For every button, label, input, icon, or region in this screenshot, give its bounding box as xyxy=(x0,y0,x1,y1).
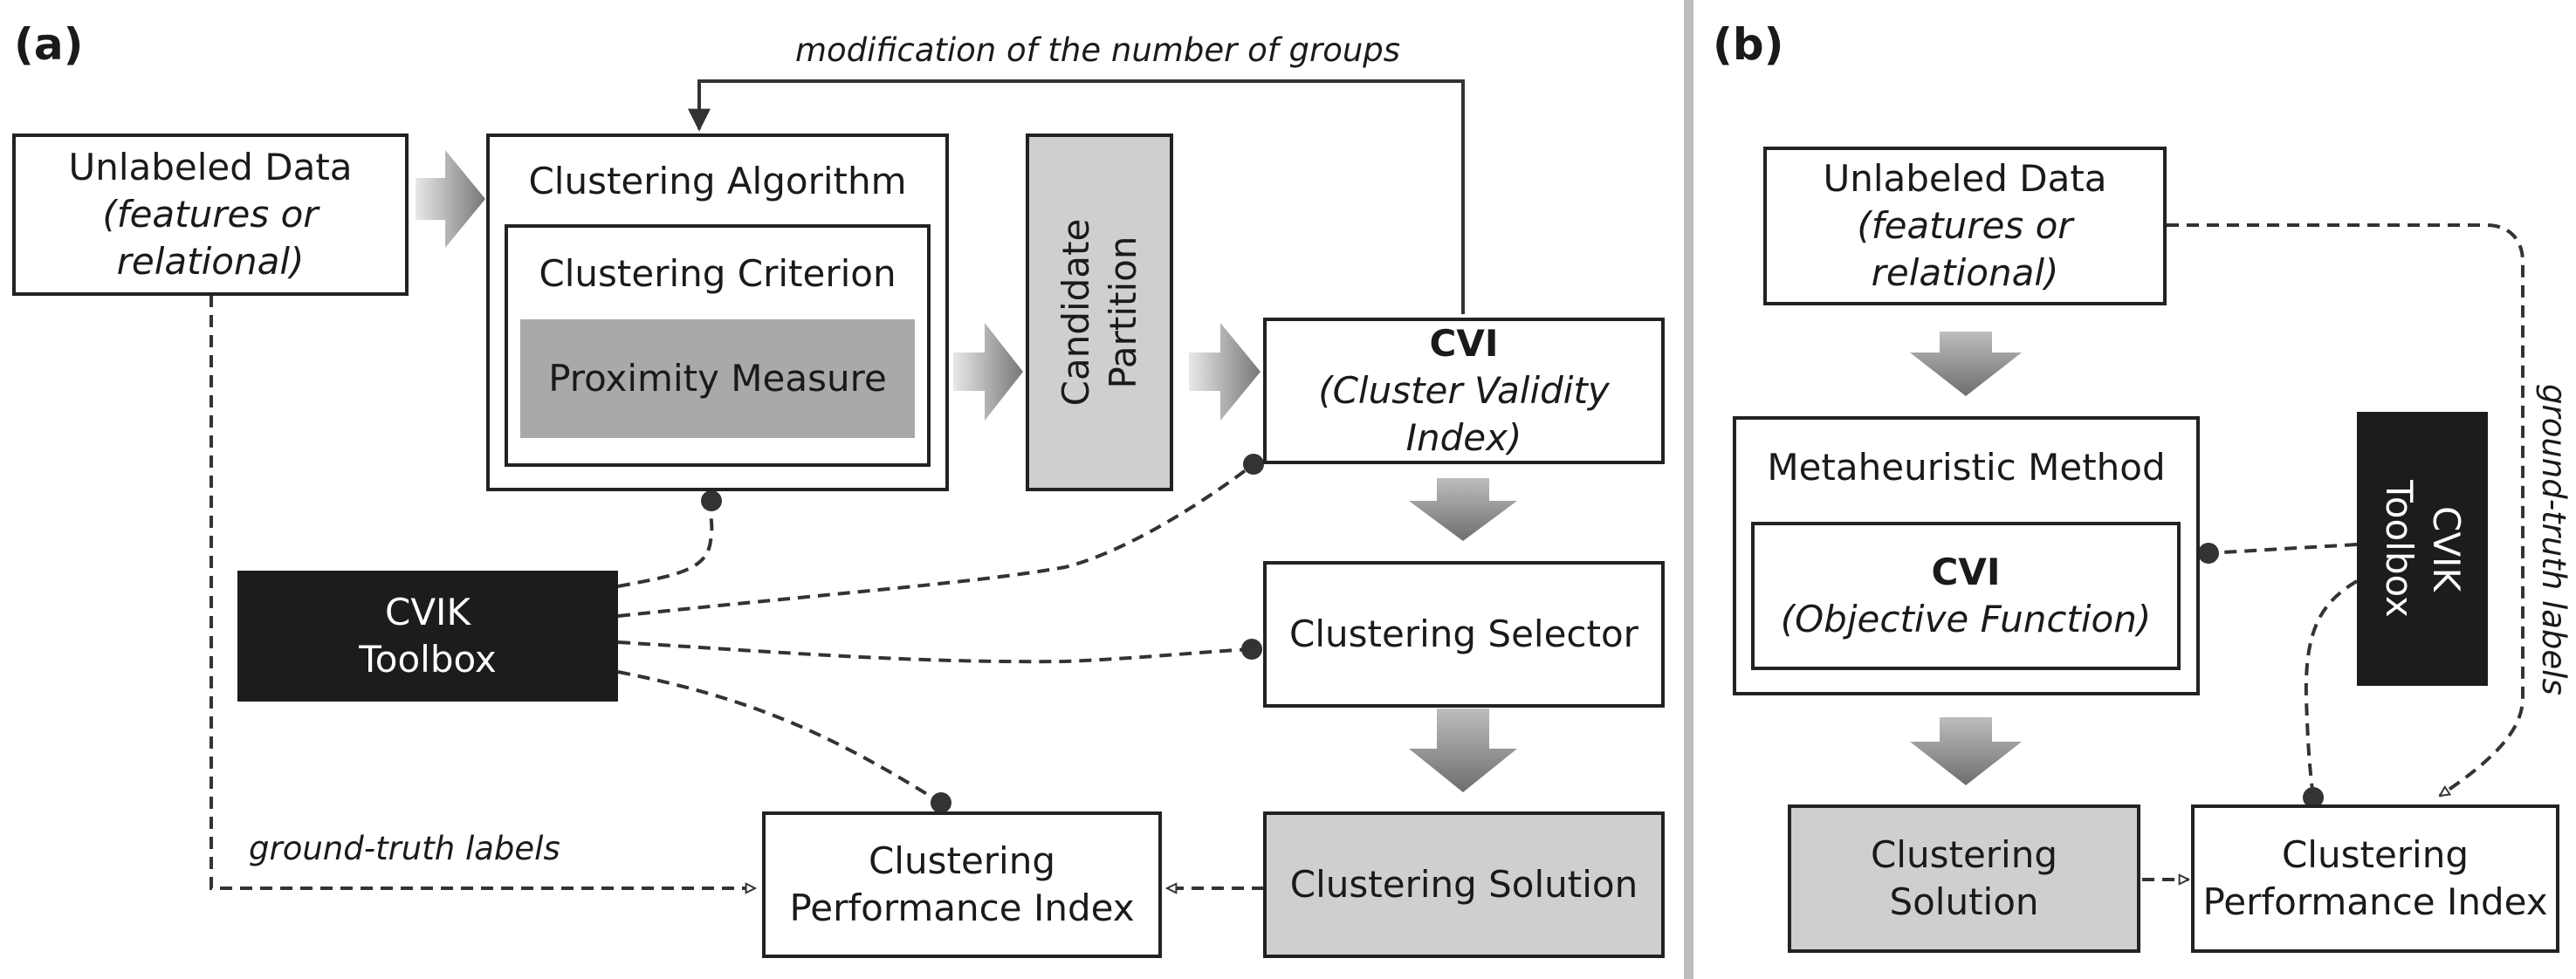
toolbox-to-performance-line xyxy=(617,670,943,804)
clustering-algorithm-title: Clustering Algorithm xyxy=(528,160,907,202)
b-cvik-toolbox-line1: CVIK xyxy=(2425,506,2468,592)
candidate-partition-text: Candidate Partition xyxy=(1053,219,1147,407)
unlabeled-data-box: Unlabeled Data (features or relational) xyxy=(12,134,409,296)
proximity-measure-box: Proximity Measure xyxy=(520,319,915,438)
clustering-selector-box: Clustering Selector xyxy=(1263,561,1665,708)
panel-a-label: (a) xyxy=(14,19,84,70)
performance-index-line1: Clustering xyxy=(868,839,1056,882)
candidate-partition-line1: Candidate xyxy=(1054,218,1097,407)
dot-performance xyxy=(931,792,951,813)
cvi-title: CVI xyxy=(1429,322,1499,365)
cvik-toolbox-line1: CVIK xyxy=(385,591,471,633)
dot-cvi xyxy=(1243,454,1264,475)
b-toolbox-to-performance-line xyxy=(2304,579,2359,798)
fat-arrow-b-meta-to-solution xyxy=(1910,717,2022,785)
cvik-toolbox-box: CVIK Toolbox xyxy=(237,571,618,702)
b-unlabeled-data-subtitle: (features or relational) xyxy=(1857,204,2073,294)
panel-divider xyxy=(1684,0,1693,979)
clustering-selector-label: Clustering Selector xyxy=(1289,613,1638,655)
b-ground-truth-line xyxy=(2167,223,2524,798)
b-cvi-subtitle: (Objective Function) xyxy=(1780,598,2152,640)
dot-b-cvi xyxy=(2198,543,2219,564)
b-unlabeled-data-title: Unlabeled Data xyxy=(1823,157,2107,200)
b-clustering-solution-line1: Clustering xyxy=(1870,833,2058,876)
b-performance-index-box: Clustering Performance Index xyxy=(2191,804,2559,953)
clustering-solution-box: Clustering Solution xyxy=(1263,811,1665,958)
fat-arrow-criterion-to-partition xyxy=(953,323,1023,421)
dot-b-performance xyxy=(2303,787,2324,808)
panel-b-label: (b) xyxy=(1713,19,1784,70)
b-cvik-toolbox-line2: Toolbox xyxy=(2378,480,2421,618)
fat-arrow-partition-to-cvi xyxy=(1189,323,1261,421)
unlabeled-data-subtitle: (features or relational) xyxy=(102,193,319,283)
fat-arrow-data-to-algorithm xyxy=(416,150,485,248)
b-unlabeled-data-box: Unlabeled Data (features or relational) xyxy=(1763,147,2167,305)
performance-index-box: Clustering Performance Index xyxy=(762,811,1162,958)
feedback-label: modification of the number of groups xyxy=(795,31,1401,69)
clustering-criterion-title: Clustering Criterion xyxy=(539,252,896,295)
cvi-subtitle: (Cluster Validity Index) xyxy=(1318,369,1610,459)
candidate-partition-box: Candidate Partition xyxy=(1026,134,1173,491)
metaheuristic-title: Metaheuristic Method xyxy=(1767,446,2166,489)
ground-truth-line xyxy=(210,295,755,888)
proximity-measure-label: Proximity Measure xyxy=(548,357,887,400)
dot-algorithm xyxy=(701,490,722,511)
b-cvik-toolbox-text: CVIK Toolbox xyxy=(2375,480,2470,618)
dot-selector xyxy=(1241,639,1262,660)
b-cvik-toolbox-box: CVIK Toolbox xyxy=(2357,412,2488,686)
b-cvi-box: CVI (Objective Function) xyxy=(1751,522,2181,670)
toolbox-to-algorithm-line xyxy=(617,500,714,588)
fat-arrow-b-data-to-meta xyxy=(1910,332,2022,396)
feedback-loop-arrow xyxy=(688,79,1465,314)
b-ground-truth-label: ground-truth labels xyxy=(2535,384,2573,695)
clustering-solution-label: Clustering Solution xyxy=(1289,863,1638,906)
fat-arrow-cvi-to-selector xyxy=(1409,478,1517,541)
b-performance-index-line1: Clustering xyxy=(2281,833,2470,876)
candidate-partition-line2: Partition xyxy=(1101,236,1144,389)
b-clustering-solution-line2: Solution xyxy=(1889,880,2039,923)
b-performance-index-line2: Performance Index xyxy=(2202,880,2548,923)
b-clustering-solution-box: Clustering Solution xyxy=(1788,804,2140,953)
ground-truth-label: ground-truth labels xyxy=(249,830,560,867)
unlabeled-data-title: Unlabeled Data xyxy=(68,146,353,188)
fat-arrow-selector-to-solution xyxy=(1409,709,1517,792)
b-cvi-title: CVI xyxy=(1931,551,2001,593)
toolbox-to-selector-line xyxy=(617,640,1253,664)
b-toolbox-to-cvi-line xyxy=(2208,543,2358,555)
cvik-toolbox-line2: Toolbox xyxy=(359,638,497,681)
cvi-box: CVI (Cluster Validity Index) xyxy=(1263,318,1665,464)
performance-index-line2: Performance Index xyxy=(789,887,1135,929)
